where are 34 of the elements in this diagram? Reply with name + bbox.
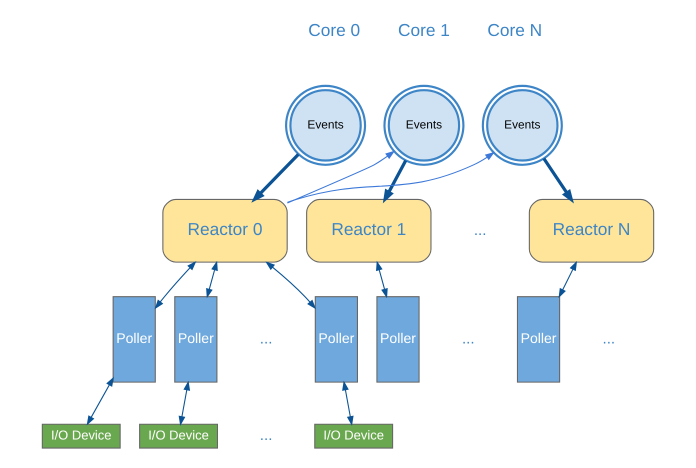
node-box: Poller [376,296,420,383]
arrow [287,150,396,204]
arrow [251,153,300,203]
node-box: I/O Device [42,424,121,449]
node-box: Poller [112,296,156,383]
node-box: I/O Device [139,424,218,449]
node-box: Poller [174,296,218,383]
arrow [154,260,196,310]
arrow [206,260,218,298]
node-box: Reactor N [528,198,654,263]
arrow [376,260,388,298]
label: ... [602,330,616,348]
arrow [287,152,495,203]
node-box: Poller [314,296,358,383]
label: Core N [487,20,542,40]
arrow [542,158,574,204]
label: ... [260,330,272,348]
label: ... [260,427,272,444]
arrow [86,376,114,426]
node-box: Poller [516,296,560,383]
node-box: Reactor 1 [306,198,432,263]
arrow [265,261,316,310]
node-circle: Events [482,84,563,166]
arrow [382,160,408,204]
node-box: I/O Device [314,424,394,449]
label: ... [462,330,475,348]
node-box: Reactor 0 [162,198,288,263]
label: Core 0 [308,20,360,40]
label: ... [474,222,486,239]
label: Core 1 [398,20,450,40]
arrow [558,260,578,298]
arrow [178,380,190,426]
arrow [342,380,354,426]
node-circle: Events [285,84,366,166]
